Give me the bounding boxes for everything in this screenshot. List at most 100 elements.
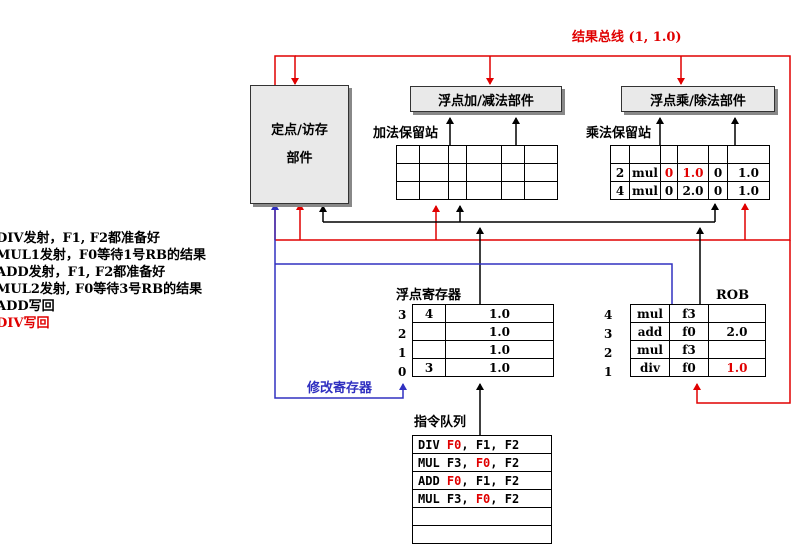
rob-label: ROB	[716, 288, 750, 303]
mult-rs-cell: mul	[629, 163, 661, 182]
iq-operand: F2	[504, 473, 520, 488]
iq-sep: ,	[461, 491, 476, 506]
fp-reg-index-column: 3 2 1 0	[398, 306, 406, 382]
fp-reg-value: 1.0	[445, 358, 554, 377]
fp-reg-value: 1.0	[445, 304, 554, 323]
iq-instruction: DIV F0, F1, F2	[412, 435, 552, 454]
iq-operand: F3	[446, 455, 462, 470]
rob-op: mul	[630, 340, 670, 359]
fp-reg-index: 3	[398, 308, 407, 322]
fixed-point-memory-unit: 定点/访存 部件	[250, 85, 349, 204]
iq-row: ADD F0, F1, F2	[412, 471, 552, 490]
fp-reg-row: 1.0	[412, 322, 554, 341]
rob-op: mul	[630, 304, 670, 323]
note-item: DIV写回	[0, 316, 50, 331]
rob-index: 2	[604, 346, 613, 360]
iq-operand: F0	[475, 491, 491, 506]
notes-list: DIV发射，F1, F2都准备好 MUL1发射，F0等待1号RB的结果 ADD发…	[0, 230, 206, 332]
iq-instruction	[412, 507, 552, 526]
iq-op: ADD	[418, 473, 447, 488]
rob-dst: f3	[669, 340, 709, 359]
iq-sep: ,	[461, 473, 476, 488]
fp-reg-value: 1.0	[445, 340, 554, 359]
fixed-point-unit-line2: 部件	[286, 150, 313, 166]
fp-reg-index: 2	[398, 327, 407, 341]
mult-rs-row	[610, 145, 770, 164]
mult-rs-cell: 2.0	[677, 181, 709, 200]
note-item: DIV发射，F1, F2都准备好	[0, 231, 161, 246]
note-item: MUL1发射，F0等待1号RB的结果	[0, 248, 207, 263]
iq-op: DIV	[418, 437, 447, 452]
fp-reg-tag: 4	[412, 304, 446, 323]
iq-sep: ,	[490, 473, 505, 488]
mult-rs-cell: mul	[629, 181, 661, 200]
iq-operand: F2	[504, 437, 520, 452]
mult-rs-label: 乘法保留站	[586, 126, 652, 141]
adder-rs-row	[396, 145, 558, 164]
note-item: ADD写回	[0, 299, 55, 314]
iq-instruction	[412, 525, 552, 544]
iq-row: DIV F0, F1, F2	[412, 435, 552, 454]
iq-op: MUL	[418, 491, 447, 506]
iq-row: MUL F3, F0, F2	[412, 453, 552, 472]
mult-rs-cell: 2	[610, 163, 630, 182]
adder-rs-row	[396, 181, 558, 200]
iq-operand: F3	[446, 491, 462, 506]
rob-value	[708, 340, 766, 359]
mult-rs-cell: 4	[610, 181, 630, 200]
iq-sep: ,	[461, 455, 476, 470]
fixed-point-unit-line1: 定点/访存	[271, 122, 328, 138]
modify-register-label: 修改寄存器	[307, 381, 373, 396]
mult-rs-cell: 0	[660, 163, 678, 182]
rob-value	[708, 304, 766, 323]
data-bus	[319, 117, 739, 435]
modify-register-path	[271, 203, 673, 399]
rob-index-column: 4 3 2 1	[604, 306, 612, 382]
iq-sep: ,	[490, 491, 505, 506]
adder-rs-label: 加法保留站	[373, 126, 439, 141]
fp-reg-tag	[412, 322, 446, 341]
mult-rs-row: 2 mul 0 1.0 0 1.0	[610, 163, 770, 182]
rob-value: 2.0	[708, 322, 766, 341]
iq-operand: F1	[475, 473, 491, 488]
fp-reg-label: 浮点寄存器	[396, 288, 462, 303]
iq-sep: ,	[461, 437, 476, 452]
iq-operand: F0	[446, 437, 462, 452]
fp-reg-value: 1.0	[445, 322, 554, 341]
rob-index: 3	[604, 327, 613, 341]
result-bus-label: 结果总线 (1, 1.0)	[572, 30, 682, 45]
fp-adder-label: 浮点加/减法部件	[438, 93, 534, 109]
fp-multiplier-unit: 浮点乘/除法部件	[621, 86, 775, 112]
iq-instruction: MUL F3, F0, F2	[412, 489, 552, 508]
iq-label: 指令队列	[414, 415, 467, 430]
mult-rs-cell: 0	[708, 181, 728, 200]
iq-row	[412, 507, 552, 526]
mult-rs-cell: 0	[708, 163, 728, 182]
rob-dst: f0	[669, 322, 709, 341]
iq-row: MUL F3, F0, F2	[412, 489, 552, 508]
iq-operand: F2	[504, 455, 520, 470]
iq-sep: ,	[490, 437, 505, 452]
fp-reg-tag: 3	[412, 358, 446, 377]
instruction-queue: DIV F0, F1, F2 MUL F3, F0, F2 ADD F0, F1…	[412, 435, 552, 544]
iq-instruction: MUL F3, F0, F2	[412, 453, 552, 472]
result-bus	[274, 55, 791, 404]
rob-dst: f0	[669, 358, 709, 377]
iq-instruction: ADD F0, F1, F2	[412, 471, 552, 490]
iq-operand: F0	[446, 473, 462, 488]
mult-rs-cell: 1.0	[677, 163, 709, 182]
mult-rs-cell: 1.0	[727, 163, 770, 182]
rob-op: add	[630, 322, 670, 341]
rob-dst: f3	[669, 304, 709, 323]
mult-rs-cell: 1.0	[727, 181, 770, 200]
iq-operand: F2	[504, 491, 520, 506]
fp-reg-index: 1	[398, 346, 407, 360]
